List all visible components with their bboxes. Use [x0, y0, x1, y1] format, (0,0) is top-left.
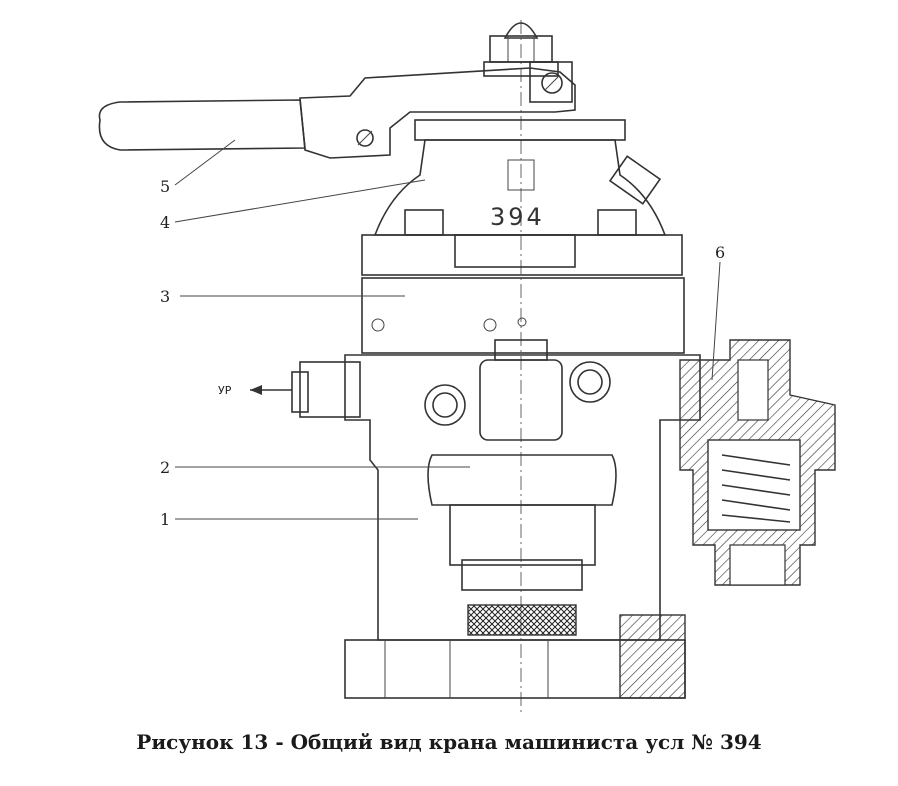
callout-6: 6	[711, 243, 725, 381]
figure-caption: Рисунок 13 - Общий вид крана машиниста у…	[136, 730, 762, 754]
middle-ring	[361, 277, 685, 354]
callout-1-label: 1	[160, 510, 170, 529]
callout-3-label: 3	[160, 287, 170, 306]
lower-housing	[427, 454, 617, 636]
callout-4-label: 4	[160, 213, 170, 232]
body-marking: 394	[490, 159, 545, 231]
callout-5-label: 5	[160, 177, 170, 196]
outlet-label: УР	[218, 384, 232, 397]
callout-3: 3	[160, 287, 405, 306]
callout-4: 4	[160, 179, 426, 232]
outlet-arrow: УР	[218, 384, 292, 397]
callout-2-label: 2	[160, 458, 170, 477]
valve-body	[291, 339, 701, 641]
side-valve-section	[679, 339, 836, 586]
handle	[98, 61, 576, 159]
callout-1: 1	[160, 510, 418, 529]
callout-5: 5	[160, 139, 236, 196]
filter-mesh	[467, 604, 577, 636]
base-nuts	[344, 614, 686, 699]
flange	[361, 234, 683, 276]
body-marking-text: 394	[490, 203, 545, 231]
top-cap-nut	[483, 22, 559, 77]
callout-2: 2	[160, 458, 470, 477]
callout-6-label: 6	[715, 243, 725, 262]
